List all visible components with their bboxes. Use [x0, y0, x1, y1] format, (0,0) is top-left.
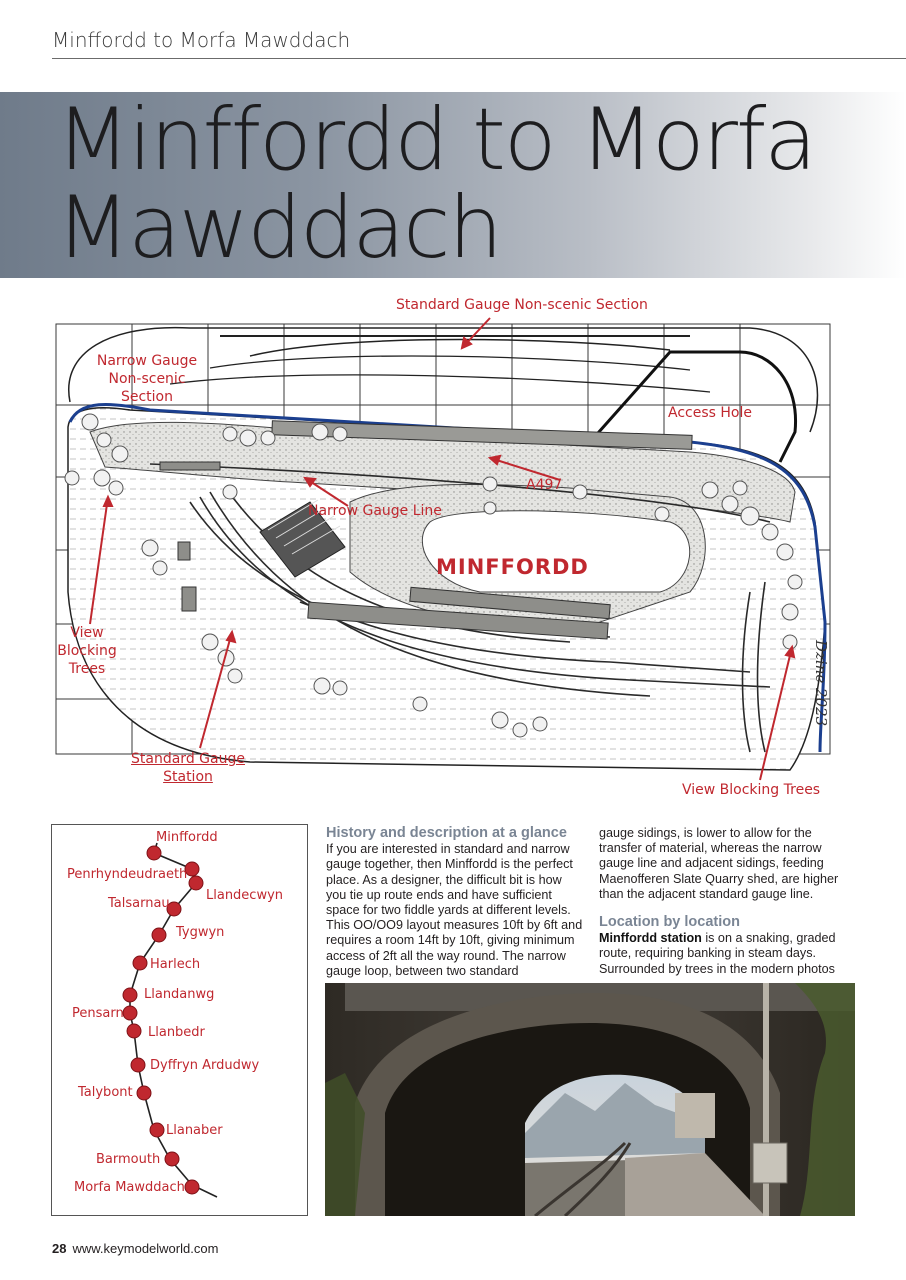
- label-narrow-gauge-non-scenic-line-2: Non-scenic: [108, 371, 186, 387]
- station-label-llanaber: Llanaber: [166, 1123, 223, 1138]
- label-view-blocking-trees-left: View Blocking Trees: [52, 624, 122, 678]
- label-standard-gauge-non-scenic: Standard Gauge Non-scenic Section: [396, 297, 648, 313]
- footer-website: www.keymodelworld.com: [72, 1241, 219, 1256]
- route-line-svg: [122, 842, 218, 1198]
- station-dot-barmouth: [164, 1151, 180, 1167]
- heading-history: History and description at a glance: [326, 825, 567, 841]
- header-rule: [52, 58, 906, 59]
- station-dot-llandanwg: [122, 987, 138, 1003]
- label-standard-station-line-2: Station: [163, 769, 213, 785]
- station-label-llandecwyn: Llandecwyn: [206, 888, 284, 903]
- station-label-penrhyndeudraeth: Penrhyndeudraeth: [67, 867, 188, 882]
- label-narrow-gauge-non-scenic: Narrow Gauge Non-scenic Section: [92, 352, 202, 406]
- page-footer: 28 www.keymodelworld.com: [52, 1241, 218, 1256]
- label-access-hole: Access Hole: [668, 405, 752, 421]
- label-view-blocking-left-line-2: Blocking: [57, 643, 117, 659]
- station-dot-talsarnau: [166, 901, 182, 917]
- station-label-minffordd: Minffordd: [156, 830, 218, 845]
- station-label-llandanwg: Llandanwg: [144, 987, 215, 1002]
- station-label-morfa-mawddach: Morfa Mawddach: [74, 1180, 185, 1195]
- station-dot-llandecwyn: [188, 875, 204, 891]
- station-dot-dyffryn-ardudwy: [130, 1057, 146, 1073]
- station-label-talsarnau: Talsarnau: [108, 896, 170, 911]
- title-line-2: Mawddach: [56, 178, 503, 278]
- article-column-2: gauge sidings, is lower to allow for the…: [599, 826, 857, 977]
- label-view-blocking-trees-right: View Blocking Trees: [682, 782, 821, 798]
- label-view-blocking-left-line-3: Trees: [68, 661, 106, 677]
- station-label-llanbedr: Llanbedr: [148, 1025, 205, 1040]
- station-label-talybont: Talybont: [78, 1085, 133, 1100]
- track-plan-illustration: [55, 317, 831, 781]
- tree-clusters: [64, 413, 803, 738]
- heading-location: Location by location: [599, 914, 740, 931]
- station-label-barmouth: Barmouth: [96, 1152, 161, 1167]
- bridge-photo: [325, 983, 855, 1216]
- station-dot-minffordd: [146, 845, 162, 861]
- station-dots: [122, 845, 204, 1195]
- artist-signature: Dzine 2023: [812, 640, 830, 727]
- location-text: is on a snaking, graded route, requiring…: [599, 931, 836, 976]
- label-standard-station-line-1: Standard Gauge: [131, 751, 245, 767]
- station-dot-llanaber: [149, 1122, 165, 1138]
- title-band: [0, 92, 906, 278]
- title-line-1: Minffordd to Morfa: [56, 90, 817, 190]
- pointer-arrows: [89, 317, 796, 781]
- station-dot-tygwyn: [151, 927, 167, 943]
- station-label-tygwyn: Tygwyn: [176, 925, 225, 940]
- article-column-1: History and description at a glance If y…: [326, 825, 584, 979]
- page-title: Minffordd to Morfa Mawddach: [56, 96, 876, 272]
- station-dot-llanbedr: [126, 1023, 142, 1039]
- paragraph-history: If you are interested in standard and na…: [326, 842, 583, 978]
- station-label-pensarn: Pensarn: [72, 1006, 124, 1021]
- location-bold-lead: Minffordd station: [599, 931, 702, 946]
- station-dot-talybont: [136, 1085, 152, 1101]
- label-view-blocking-left-line-1: View: [70, 625, 104, 641]
- label-minffordd: MINFFORDD: [436, 555, 589, 579]
- label-a497: A497: [526, 477, 563, 493]
- station-dot-morfa-mawddach: [184, 1179, 200, 1195]
- label-standard-gauge-station: Standard Gauge Station: [130, 750, 246, 786]
- route-map: Minffordd Penrhyndeudraeth Llandecwyn Ta…: [51, 824, 308, 1216]
- station-dot-penrhyndeudraeth: [184, 861, 200, 877]
- station-dot-harlech: [132, 955, 148, 971]
- label-narrow-gauge-non-scenic-line-1: Narrow Gauge: [96, 353, 198, 369]
- station-dot-pensarn: [122, 1005, 138, 1021]
- label-narrow-gauge-line: Narrow Gauge Line: [308, 503, 442, 519]
- paragraph-history-continued: gauge sidings, is lower to allow for the…: [599, 826, 839, 901]
- running-header: Minffordd to Morfa Mawddach: [52, 28, 351, 52]
- paragraph-location: Minffordd station is on a snaking, grade…: [599, 931, 857, 977]
- label-narrow-gauge-non-scenic-line-3: Section: [120, 389, 173, 405]
- page-number: 28: [52, 1241, 67, 1256]
- station-label-harlech: Harlech: [150, 957, 201, 972]
- station-label-dyffryn-ardudwy: Dyffryn Ardudwy: [150, 1058, 260, 1073]
